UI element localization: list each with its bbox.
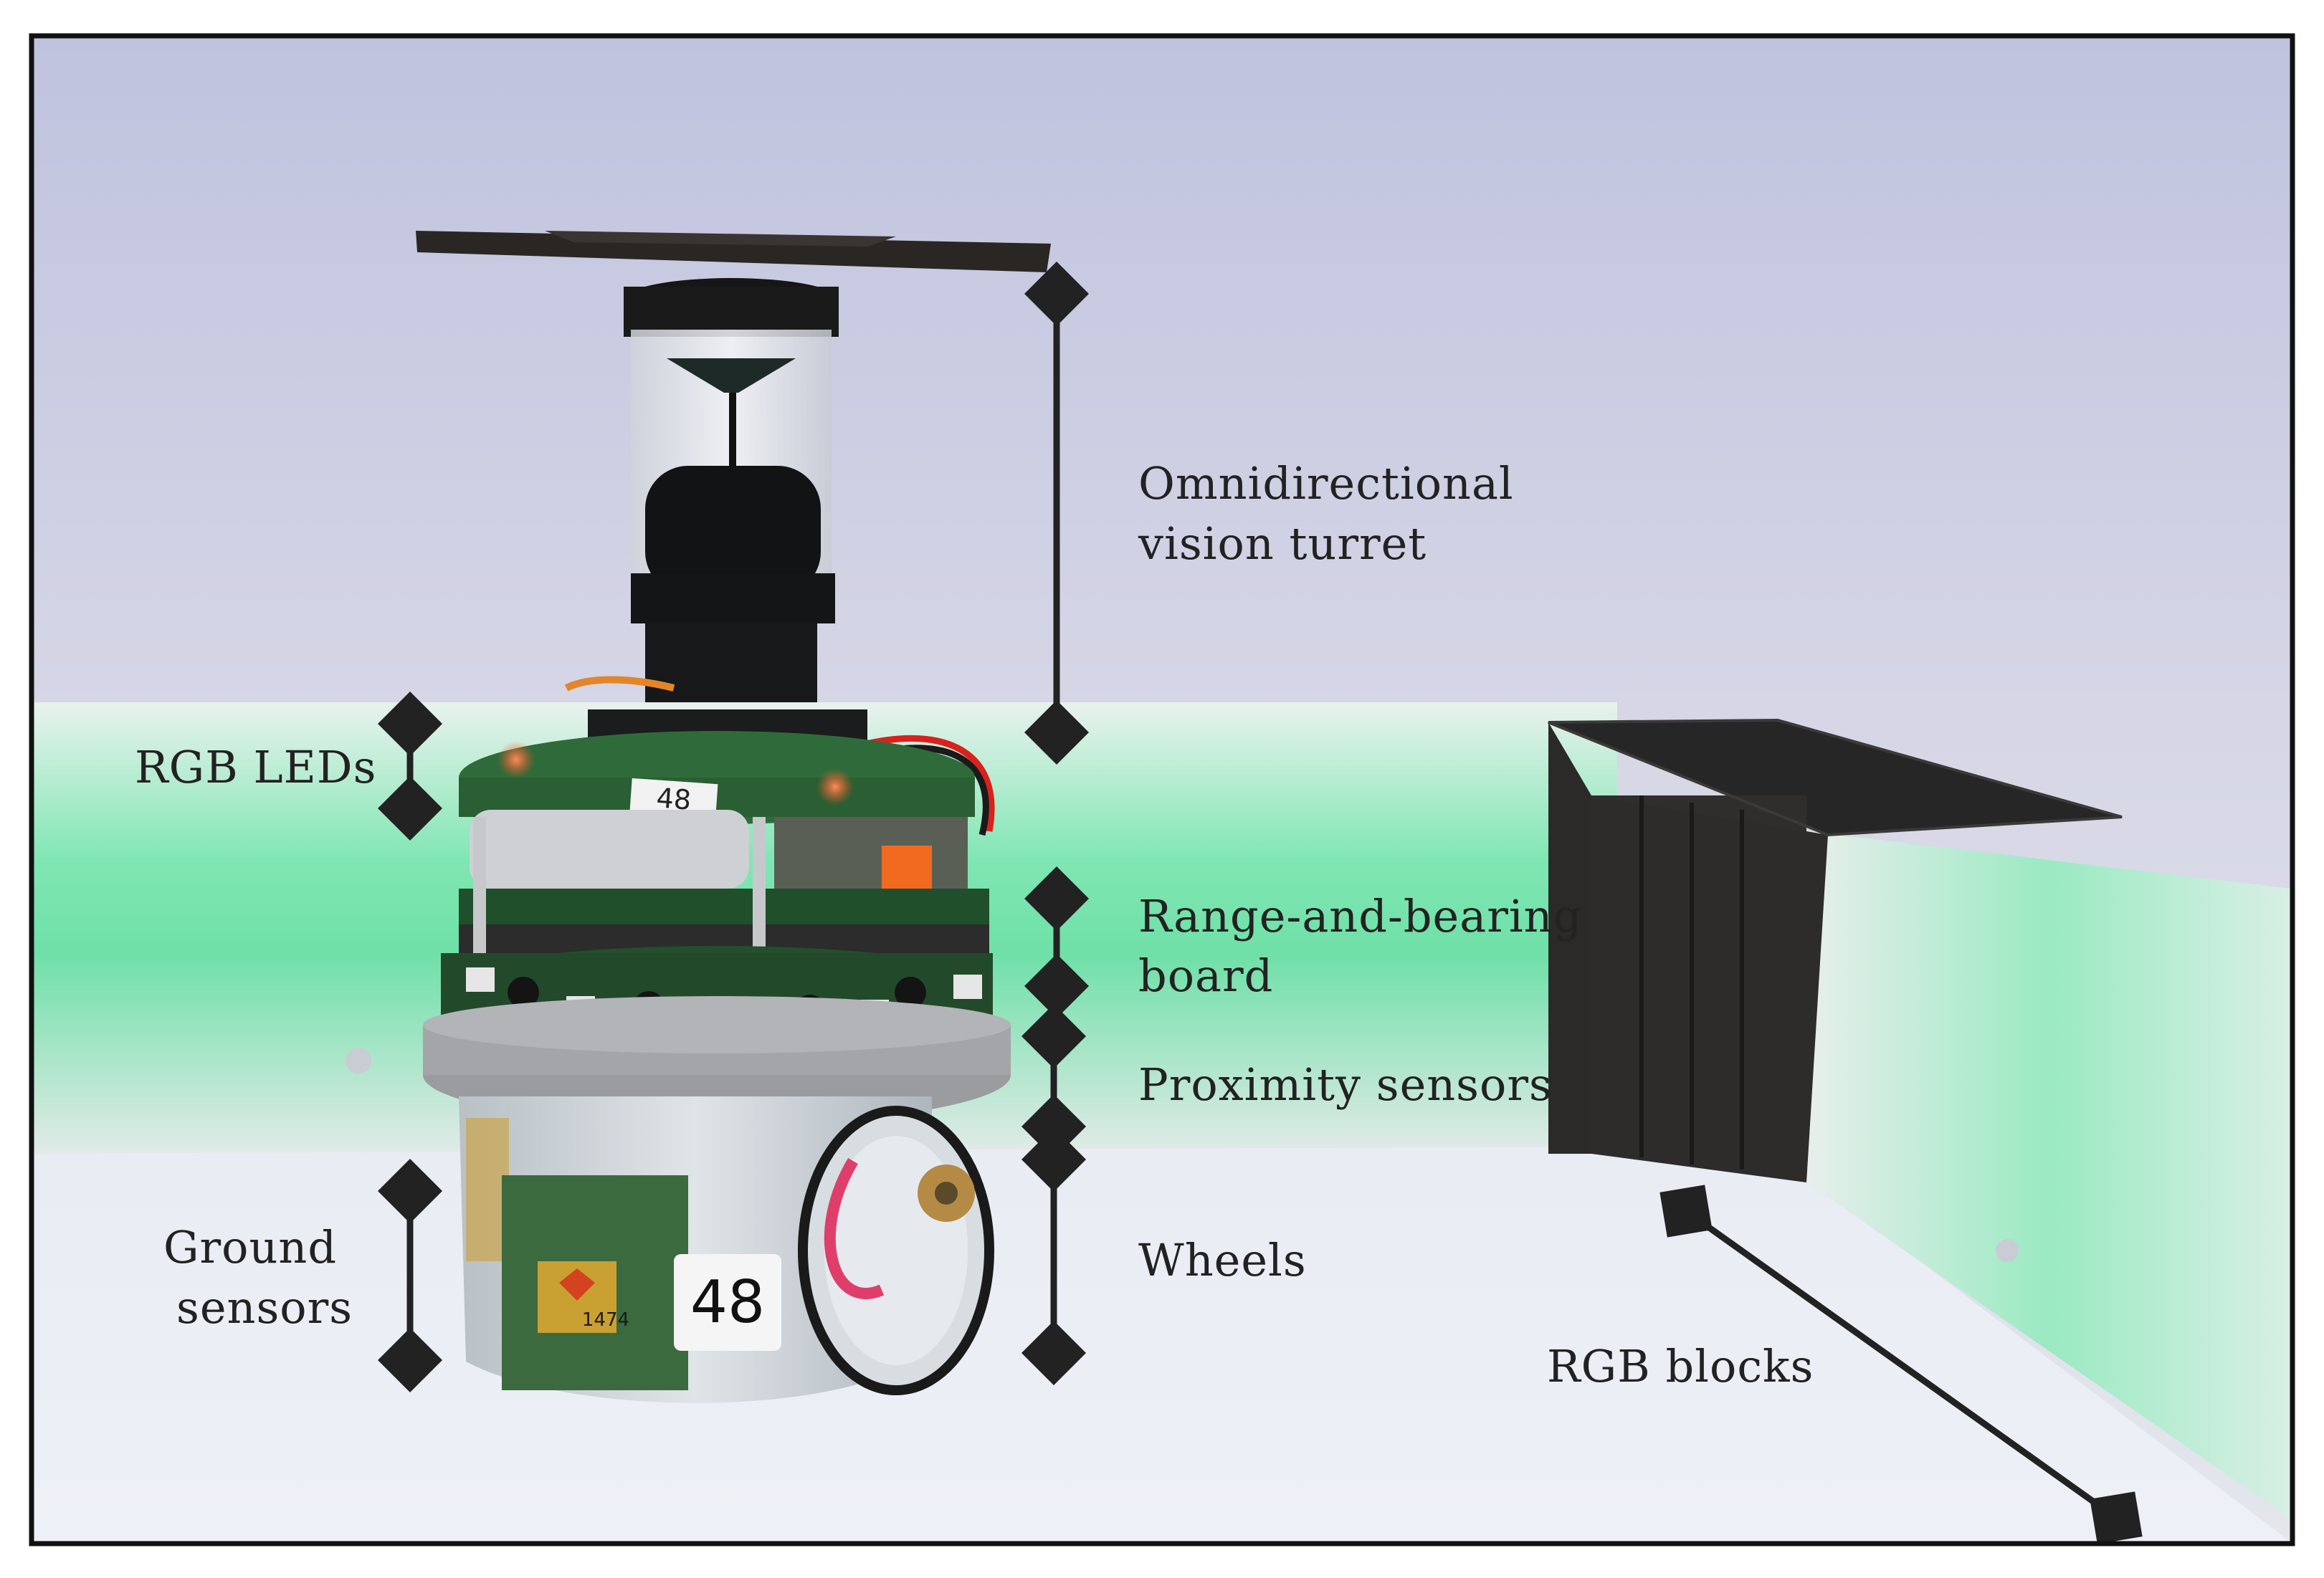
robot: 48 1474 <box>416 231 1051 1403</box>
label-ground-line2: sensors <box>176 1281 353 1334</box>
label-wheels: Wheels <box>1138 1234 1307 1286</box>
label-turret-line2: vision turret <box>1138 517 1427 570</box>
number-tag <box>674 1254 781 1351</box>
label-proximity: Proximity sensors <box>1138 1058 1553 1111</box>
annotation-arrows <box>378 262 2143 1544</box>
front-number: 48 <box>690 1268 765 1336</box>
label-rab-line1: Range-and-bearing <box>1138 890 1582 942</box>
rgb-block <box>1548 718 2123 1182</box>
figure-frame <box>29 33 2295 1546</box>
arena-wall-right <box>1806 831 2291 1519</box>
board-tag <box>629 778 718 818</box>
label-ground-line1: Ground <box>163 1221 337 1273</box>
label-turret-line1: Omnidirectional <box>1138 457 1514 510</box>
label-rgb-blocks: RGB blocks <box>1547 1340 1814 1392</box>
annotation-labels: Omnidirectional vision turret RGB LEDs R… <box>135 457 1814 1392</box>
label-rgb-leds: RGB LEDs <box>135 741 376 793</box>
rgb-blocks-arrow <box>1659 1185 2143 1544</box>
label-rab-line2: board <box>1138 950 1273 1002</box>
chip-number: 1474 <box>582 1309 629 1331</box>
